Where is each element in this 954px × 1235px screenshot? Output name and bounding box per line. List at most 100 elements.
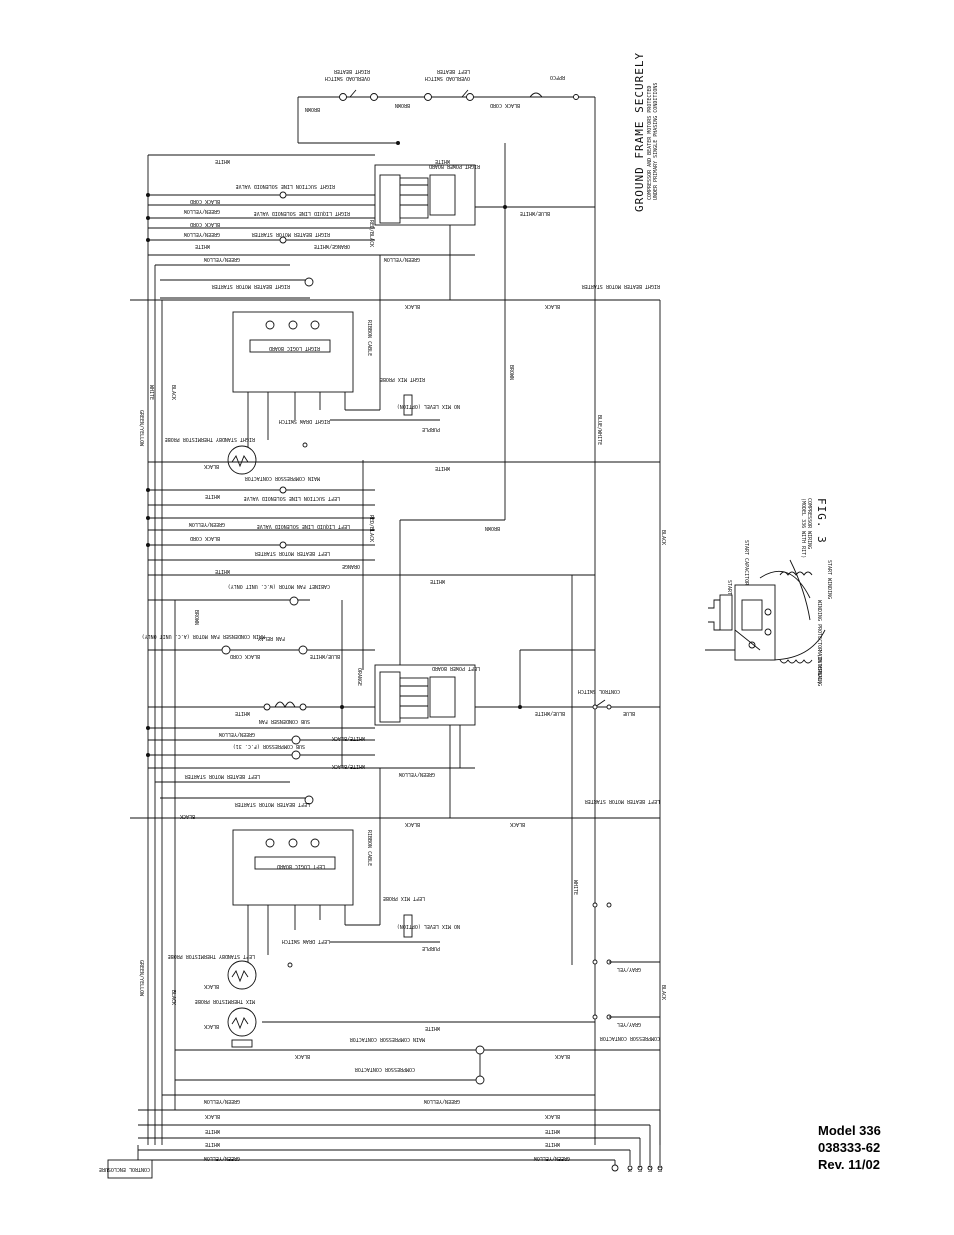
wire-black-v2: BLACK — [660, 530, 666, 545]
wire-blue: BLUE — [623, 710, 635, 716]
terminal-l2: L2 — [648, 1166, 654, 1172]
left-logic-board: LEFT LOGIC BOARD RIBBON CABLE — [232, 768, 381, 965]
wire-blue-white-v1: BLUE/WHITE — [596, 415, 602, 445]
wire-white-10: WHITE — [205, 1128, 220, 1134]
left-probes: LEFT STANDBY THERMISTOR PROBE MIX THERMI… — [168, 953, 257, 1048]
left-beater-starter-right: LEFT BEATER MOTOR STARTER — [584, 798, 660, 804]
left-logic-board-label: LEFT LOGIC BOARD — [277, 863, 325, 869]
model-info: Model 336 038333-62 Rev. 11/02 — [818, 1122, 881, 1173]
right-liquid-solenoid-label: RIGHT LIQUID LINE SOLENOID VALVE — [254, 210, 350, 216]
compressor-contactor-mid: MAIN COMPRESSOR CONTACTOR — [244, 475, 320, 481]
wire-brown-top-2: BROWN — [395, 102, 410, 108]
control-enclosure-label: CONTROL ENCLOSURE — [99, 1166, 150, 1172]
wire-black-11: BLACK — [205, 1113, 220, 1119]
wire-blue-white-3: BLUE/WHITE — [535, 710, 565, 716]
wire-black-cord-4: BLACK CORD — [230, 653, 260, 659]
wire-white-1: WHITE — [215, 158, 230, 164]
wire-white-9: WHITE — [425, 1025, 440, 1031]
mix-probe-label: MIX THERMISTOR PROBE — [195, 998, 255, 1004]
wire-brown-v2: BROWN — [193, 610, 199, 625]
right-feed-lines: RIGHT SUCTION LINE SOLENOID VALVE RIGHT … — [130, 141, 660, 309]
bottom-trunk: BLACK BLACK WHITE WHITE WHITE WHITE GREE… — [99, 1109, 664, 1179]
right-standby-probe-label: RIGHT STANDBY THERMISTOR PROBE — [165, 436, 255, 442]
right-power-board: RIGHT POWER BOARD — [374, 163, 480, 226]
right-beater-starter-label: RIGHT BEATER MOTOR STARTER — [251, 231, 330, 237]
wire-green-yellow-7: GREEN/YELLOW — [398, 771, 435, 777]
wire-green-yellow-10: GREEN/YELLOW — [203, 1155, 240, 1161]
right-logic-board: RIGHT LOGIC BOARD RIBBON CABLE — [232, 255, 381, 460]
right-beater-starter-right: RIGHT BEATER MOTOR STARTER — [581, 283, 660, 289]
wire-orange-2: ORANGE — [356, 668, 362, 686]
mid-feed-lines: MAIN COMPRESSOR CONTACTOR LEFT SUCTION L… — [142, 461, 660, 659]
wire-white-black: WHITE/BLACK — [332, 735, 365, 741]
wire-green-yellow-4: GREEN/YELLOW — [383, 256, 420, 262]
wire-black-8: BLACK — [204, 1023, 219, 1029]
wire-black-cord-2: BLACK CORD — [190, 221, 220, 227]
wire-white-6: WHITE — [215, 568, 230, 574]
right-power-board-label: RIGHT POWER BOARD — [429, 163, 480, 169]
compressor-note-text: COMPRESSOR AND BEATER MOTORS PROTECTED — [647, 86, 653, 200]
wire-orange-white: ORANGE/WHITE — [314, 243, 350, 249]
fig3-winding-protector-label: WINDING PROTECTOR (INTERNAL) — [816, 600, 822, 684]
wire-white-3: WHITE — [435, 158, 450, 164]
left-beater-starter-label-3: LEFT BEATER MOTOR STARTER — [234, 801, 310, 807]
left-probe-cluster: LEFT MIX PROBE NO MIX LEVEL (OPTION) PUR… — [282, 895, 460, 968]
interior-wiring — [341, 143, 595, 818]
terminal-l3: L3 — [638, 1166, 644, 1172]
right-overload-label: RIGHT BEATER — [333, 68, 370, 74]
wire-black-12: BLACK — [545, 1113, 560, 1119]
wire-green-yellow-v2: GREEN/YELLOW — [138, 960, 144, 997]
terminal-n: N — [628, 1169, 634, 1172]
left-standby-probe-label: LEFT STANDBY THERMISTOR PROBE — [168, 953, 255, 959]
right-logic-board-label: RIGHT LOGIC BOARD — [269, 345, 320, 351]
ground-frame-note: GROUND FRAME SECURELY COMPRESSOR AND BEA… — [633, 52, 659, 212]
wire-white-4: WHITE — [435, 465, 450, 471]
wire-black-2: BLACK — [545, 303, 560, 309]
wire-white-11: WHITE — [545, 1128, 560, 1134]
sub-condenser-label: SUB CONDENSER FAN — [259, 718, 310, 724]
rpfco-label: RPFCO — [550, 74, 565, 80]
left-beater-starter-label-2: LEFT BEATER MOTOR STARTER — [184, 773, 260, 779]
overload-switch-row: RIGHT BEATER OVERLOAD SWITCH LEFT BEATER… — [297, 68, 595, 144]
right-overload-label-2: OVERLOAD SWITCH — [325, 75, 370, 81]
fig3-compressor-wiring-label-2: (MODEL 336 WITH RIT) — [800, 498, 806, 558]
condenser-fan-label: MAIN CONDENSER FAN MOTOR (A.C. UNIT ONLY… — [142, 633, 265, 639]
left-overload-label-2: OVERLOAD SWITCH — [425, 75, 470, 81]
wire-green-yellow-11: GREEN/YELLOW — [533, 1155, 570, 1161]
wire-brown-v1: BROWN — [508, 365, 514, 380]
model-line: Model 336 — [818, 1123, 881, 1138]
wire-black-v3: BLACK — [170, 990, 176, 1005]
fig3-compressor-wiring-label: COMPRESSOR WIRING — [806, 498, 812, 549]
wire-white-7: WHITE — [430, 578, 445, 584]
fig3-start-capacitor-label: START CAPACITOR — [743, 540, 749, 586]
wire-white-black-2: WHITE/BLACK — [332, 763, 365, 769]
wire-black-cord-1: BLACK CORD — [190, 198, 220, 204]
wire-black-9: BLACK — [295, 1053, 310, 1059]
right-draw-switch-label: RIGHT DRAW SWITCH — [279, 418, 330, 424]
wire-white-v2: WHITE — [572, 880, 578, 895]
wire-green-yellow-9: GREEN/YELLOW — [203, 1098, 240, 1104]
wire-black-cord-3: BLACK CORD — [190, 535, 220, 541]
wire-white-13: WHITE — [545, 1141, 560, 1147]
left-power-board-label: LEFT POWER BOARD — [432, 665, 480, 671]
wire-purple-right: PURPLE — [422, 426, 440, 432]
no-mix-level-right: NO MIX LEVEL (OPTION) — [397, 403, 460, 409]
wire-black-v1: BLACK — [170, 385, 176, 400]
wire-red-black-v2: RED/BLACK — [368, 515, 374, 542]
wire-white-2: WHITE — [195, 243, 210, 249]
wire-black-10: BLACK — [555, 1053, 570, 1059]
wire-black-7: BLACK — [204, 983, 219, 989]
left-power-board: LEFT POWER BOARD BLUE/WHITE BLUE ORANGE … — [356, 664, 660, 726]
right-mix-probe-label: RIGHT MIX PROBE — [380, 376, 425, 382]
wire-black-cord-top: BLACK CORD — [490, 102, 520, 108]
wire-red-black: RED/BLACK — [368, 220, 374, 247]
compressor-note-text-2: UNDER PRIMARY SINGLE PHASING CONDITIONS — [653, 83, 659, 200]
control-switch-contacts: GRAY/YEL GRAY/YEL WHITE COMPRESSOR CONTA… — [262, 575, 660, 1041]
wire-white-12: WHITE — [205, 1141, 220, 1147]
wire-black-5: BLACK — [510, 821, 525, 827]
terminal-l1: L1 — [658, 1166, 664, 1172]
wire-green-yellow-2: GREEN/YELLOW — [183, 231, 220, 237]
revision: Rev. 11/02 — [818, 1157, 880, 1172]
wire-purple-left: PURPLE — [422, 945, 440, 951]
